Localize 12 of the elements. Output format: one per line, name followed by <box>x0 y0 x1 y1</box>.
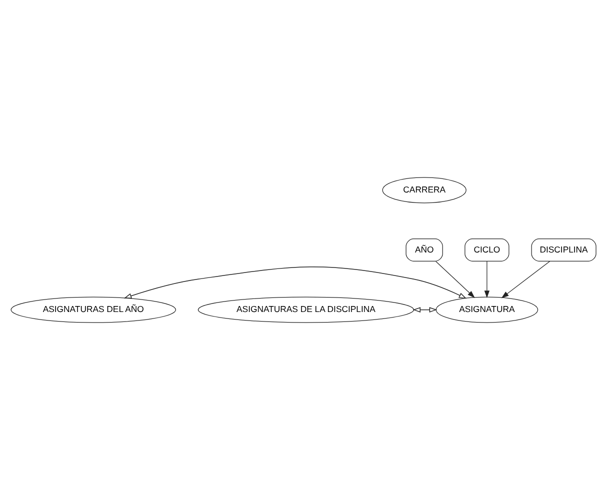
arrow <box>501 260 550 298</box>
node-ellipse: ASIGNATURAS DEL AÑO <box>10 296 176 322</box>
node-ellipse: CARRERA <box>382 176 466 203</box>
node-ellipse: ASIGNATURAS DE LA DISCIPLINA <box>198 296 414 322</box>
node-box: AÑO <box>406 238 443 261</box>
node-ellipse: ASIGNATURA <box>436 296 538 322</box>
arrow <box>412 306 438 312</box>
arrow <box>124 266 467 298</box>
arrow <box>484 260 490 298</box>
node-box: DISCIPLINA <box>531 238 596 261</box>
arrow <box>436 260 475 298</box>
node-box: CICLO <box>464 238 510 261</box>
